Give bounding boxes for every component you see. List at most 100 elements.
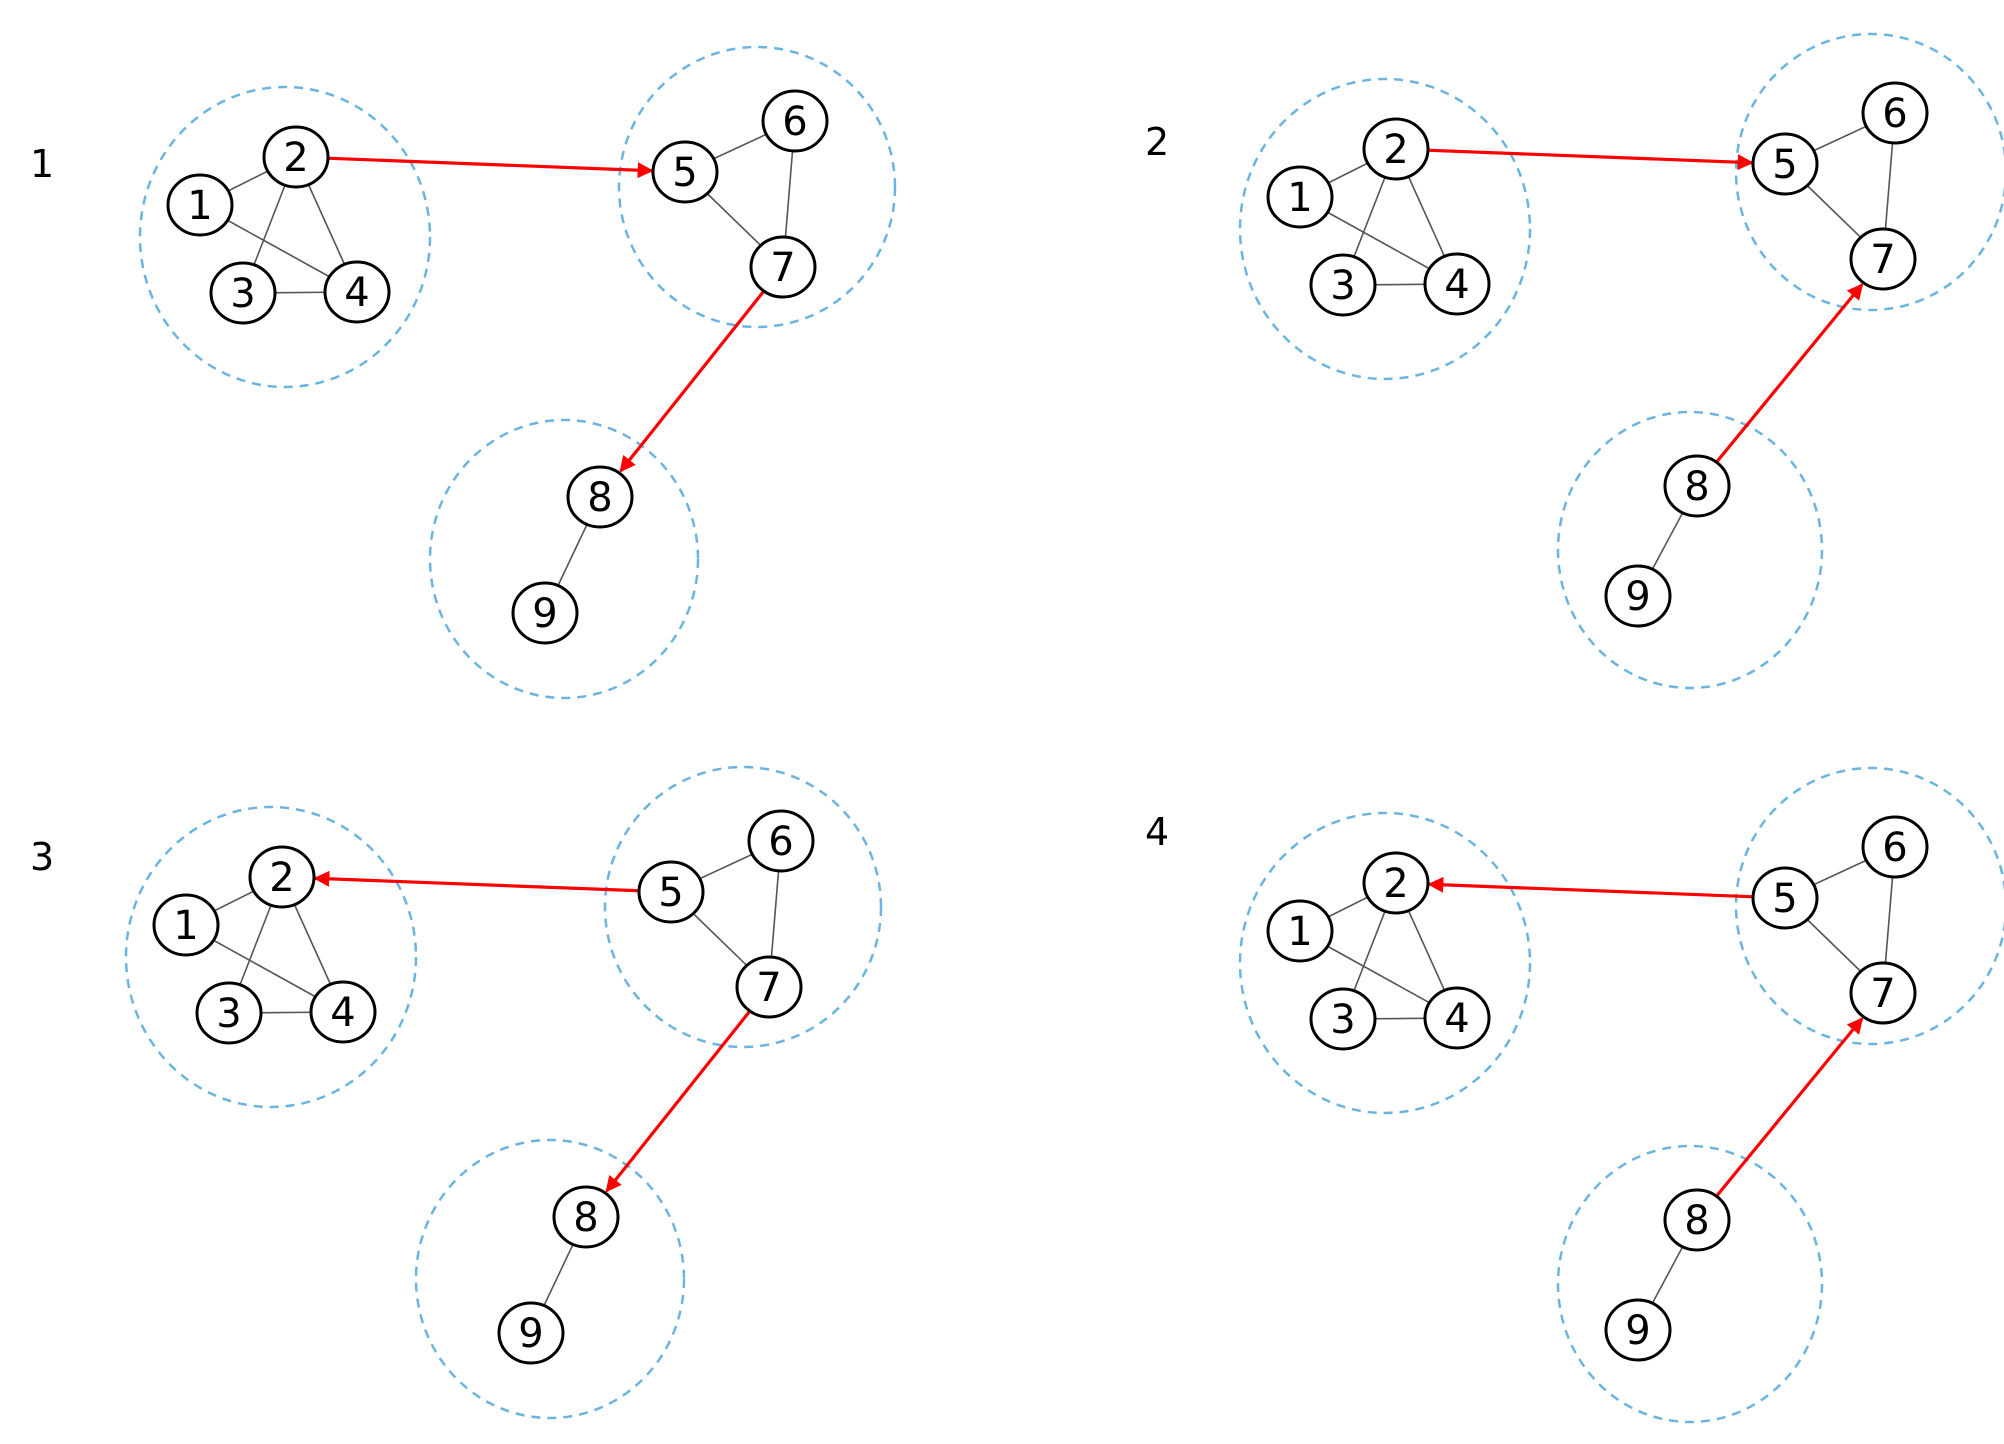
community-outline-2 xyxy=(603,765,883,1049)
node-circle xyxy=(309,980,377,1044)
node-2: 2 xyxy=(1362,117,1430,181)
community-outline-2 xyxy=(1734,32,2004,312)
panel-label: 1 xyxy=(30,142,54,186)
node-circle xyxy=(747,809,815,873)
node-label: 9 xyxy=(1625,574,1650,620)
arrow-8-to-7 xyxy=(1715,283,1864,464)
node-8: 8 xyxy=(1663,454,1731,518)
community-outline-2 xyxy=(617,45,897,329)
node-5: 5 xyxy=(651,140,719,204)
node-circle xyxy=(1849,961,1917,1025)
node-6: 6 xyxy=(1861,815,1929,879)
node-circle xyxy=(552,1185,620,1249)
node-9: 9 xyxy=(1604,564,1672,628)
node-label: 6 xyxy=(1882,91,1907,137)
node-6: 6 xyxy=(1861,81,1929,145)
node-circle xyxy=(248,845,316,909)
node-label: 7 xyxy=(1870,237,1895,283)
panel-label: 3 xyxy=(30,835,54,879)
node-circle xyxy=(1751,132,1819,196)
node-9: 9 xyxy=(511,581,579,645)
node-label: 5 xyxy=(1772,142,1797,188)
community-outline-1 xyxy=(124,805,418,1109)
node-label: 7 xyxy=(770,245,795,291)
node-label: 8 xyxy=(1684,464,1709,510)
node-label: 9 xyxy=(518,1311,543,1357)
node-3: 3 xyxy=(195,981,263,1045)
node-circle xyxy=(166,173,234,237)
node-9: 9 xyxy=(497,1301,565,1365)
node-circle xyxy=(1362,117,1430,181)
node-3: 3 xyxy=(209,261,277,325)
node-circle xyxy=(1604,1298,1672,1362)
node-label: 2 xyxy=(269,855,294,901)
node-7: 7 xyxy=(749,235,817,299)
node-5: 5 xyxy=(1751,132,1819,196)
node-circle xyxy=(735,955,803,1019)
node-label: 5 xyxy=(672,150,697,196)
node-5: 5 xyxy=(637,860,705,924)
node-label: 4 xyxy=(1444,996,1469,1042)
panel-1: 1 1 2 3 4 5 6 7 8 9 xyxy=(30,45,897,700)
node-label: 3 xyxy=(1330,997,1355,1043)
node-4: 4 xyxy=(1423,986,1491,1050)
node-1: 1 xyxy=(1266,165,1334,229)
node-3: 3 xyxy=(1309,253,1377,317)
node-label: 6 xyxy=(768,819,793,865)
node-circle xyxy=(1663,1188,1731,1252)
node-label: 8 xyxy=(573,1195,598,1241)
node-label: 7 xyxy=(756,965,781,1011)
node-circle xyxy=(1266,165,1334,229)
node-circle xyxy=(1849,227,1917,291)
node-8: 8 xyxy=(552,1185,620,1249)
node-1: 1 xyxy=(166,173,234,237)
node-2: 2 xyxy=(1362,851,1430,915)
node-label: 6 xyxy=(1882,825,1907,871)
node-3: 3 xyxy=(1309,987,1377,1051)
node-circle xyxy=(152,893,220,957)
node-label: 4 xyxy=(1444,262,1469,308)
node-circle xyxy=(1861,81,1929,145)
arrow-5-to-2 xyxy=(1427,876,1755,899)
community-outline-3 xyxy=(1556,410,1824,690)
node-label: 4 xyxy=(330,990,355,1036)
node-circle xyxy=(1423,252,1491,316)
panel-2: 2 1 2 3 4 5 6 7 8 9 xyxy=(1145,32,2004,690)
node-circle xyxy=(195,981,263,1045)
node-label: 7 xyxy=(1870,971,1895,1017)
node-1: 1 xyxy=(152,893,220,957)
node-1: 1 xyxy=(1266,899,1334,963)
arrow-8-to-7 xyxy=(1715,1017,1864,1198)
node-circle xyxy=(651,140,719,204)
node-label: 3 xyxy=(230,271,255,317)
node-label: 1 xyxy=(1287,909,1312,955)
node-label: 1 xyxy=(1287,175,1312,221)
node-circle xyxy=(1423,986,1491,1050)
node-circle xyxy=(262,125,330,189)
node-label: 3 xyxy=(1330,263,1355,309)
node-label: 4 xyxy=(344,270,369,316)
node-4: 4 xyxy=(1423,252,1491,316)
panel-label: 2 xyxy=(1145,120,1169,164)
node-label: 6 xyxy=(782,99,807,145)
node-7: 7 xyxy=(735,955,803,1019)
node-circle xyxy=(1751,866,1819,930)
node-label: 2 xyxy=(283,135,308,181)
node-circle xyxy=(1309,987,1377,1051)
community-outline-2 xyxy=(1734,766,2004,1046)
node-circle xyxy=(566,465,634,529)
node-circle xyxy=(1266,899,1334,963)
node-9: 9 xyxy=(1604,1298,1672,1362)
node-label: 1 xyxy=(173,903,198,949)
node-8: 8 xyxy=(566,465,634,529)
node-circle xyxy=(1663,454,1731,518)
node-2: 2 xyxy=(262,125,330,189)
node-label: 2 xyxy=(1383,127,1408,173)
node-label: 3 xyxy=(216,991,241,1037)
node-circle xyxy=(761,89,829,153)
node-8: 8 xyxy=(1663,1188,1731,1252)
node-4: 4 xyxy=(323,260,391,324)
node-label: 9 xyxy=(532,591,557,637)
